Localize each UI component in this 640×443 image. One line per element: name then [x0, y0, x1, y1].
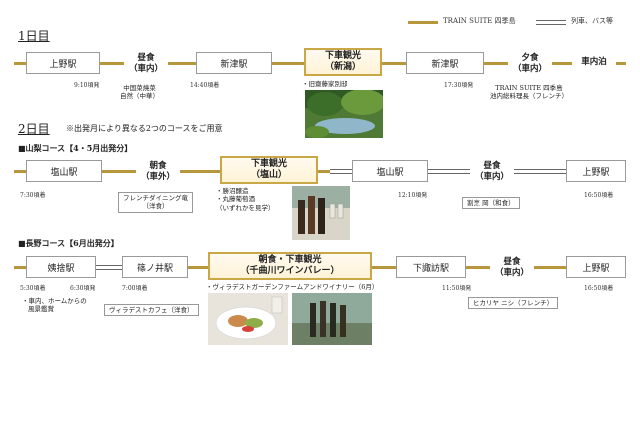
day1-garden-photo	[305, 90, 383, 138]
day1-sight-note: ・旧齋藤家別邸	[302, 80, 348, 88]
wine-image	[292, 186, 350, 240]
course1-sightseeing-enzan: 下車観光 （塩山）	[220, 156, 318, 184]
day2-heading: 2日目	[18, 122, 50, 136]
course1-breakfast-note-line2: （洋食）	[142, 202, 169, 211]
legend-other-label: 列車、バス等	[571, 17, 613, 25]
course1-time-ueno: 16:50頃着	[584, 192, 614, 199]
day1-dinner-line1: 夕食	[521, 53, 539, 63]
course2-time-obasute-arrive: 5:30頃着	[20, 285, 46, 292]
day1-station-ueno: 上野駅	[26, 52, 100, 74]
day1-station-niitsu-depart: 新津駅	[406, 52, 484, 74]
garden-image	[305, 90, 383, 138]
day1-dinner-line2: （車内）	[512, 64, 547, 75]
day1-lunch-note-line2: 自然（中華）	[120, 92, 159, 101]
course1-breakfast: 朝食 （車外）	[136, 161, 180, 184]
course1-lunch-note: 割烹 岡（和食）	[462, 197, 520, 210]
course2-obasute-note-line2: 風景鑑賞	[28, 305, 54, 314]
course1-title: ■山梨コース【4・5月出発分】	[18, 143, 133, 153]
day1-sightseeing-line1: 下車観光	[324, 50, 361, 61]
course1-wine-photo	[292, 186, 350, 240]
day1-sightseeing-line2: （新潟）	[324, 62, 361, 72]
course2-obasute-note-line1: ・車内、ホームからの	[22, 297, 87, 305]
course2-time-ueno: 16:50頃着	[584, 285, 614, 292]
legend-train-suite-label: TRAIN SUITE 四季島	[443, 17, 516, 25]
day1-heading: 1日目	[18, 29, 50, 43]
course1-sight-note-line3: （いずれかを見学）	[216, 203, 275, 212]
course2-station-shinonoi: 篠ノ井駅	[122, 256, 188, 278]
day1-lunch-note-line1: 中国菜燒菜	[123, 84, 156, 92]
day1-dinner-note-line1: TRAIN SUITE 四季島	[495, 84, 563, 92]
food-image	[208, 293, 288, 345]
course2-breakfast-sightseeing: 朝食・下車観光 （千曲川ワインバレー）	[208, 252, 372, 280]
course2-time-shimosuwa: 11:50頃発	[442, 285, 472, 292]
wine-bottles-image	[292, 293, 372, 345]
course1-time-enzan-depart: 12:10頃発	[398, 192, 428, 199]
course1-lunch-line2: （車内）	[474, 172, 509, 183]
day1-station-niitsu-arrive: 新津駅	[196, 52, 272, 74]
course2-title: ■長野コース【6月出発分】	[18, 238, 119, 248]
course1-breakfast-note-line1: フレンチダイニング竜	[123, 194, 188, 202]
course2-lunch-note: ヒカリヤ ニシ（フレンチ）	[468, 297, 559, 310]
course1-sight-note-line1: ・勝沼醸造	[216, 187, 249, 195]
day1-lunch-line1: 昼食	[137, 53, 155, 63]
course2-lunch-line2: （車内）	[494, 268, 529, 279]
course2-wine-photo	[292, 293, 372, 345]
course1-sightseeing-line2: （塩山）	[250, 170, 287, 180]
course2-sight-note: ・ヴィラデストガーデンファームアンドワイナリー（6月）	[206, 283, 379, 291]
course1-breakfast-line1: 朝食	[149, 161, 167, 171]
day1-lunch: 昼食 （車内）	[124, 53, 168, 76]
course1-breakfast-note: フレンチダイニング竜 （洋食）	[118, 192, 193, 213]
course1-breakfast-line2: （車外）	[140, 172, 175, 183]
course1-sight-note: ・勝沼醸造 ・丸藤葡萄酒 （いずれかを見学）	[216, 187, 275, 212]
course2-station-shimosuwa: 下諏訪駅	[396, 256, 466, 278]
course1-lunch: 昼食 （車内）	[470, 161, 514, 184]
day1-dinner-note-line2: 池内総料理長（フレンチ）	[490, 92, 568, 101]
day1-sightseeing-niigata: 下車観光 （新潟）	[304, 48, 382, 76]
course2-breakfast-sight-line1: 朝食・下車観光	[258, 254, 322, 265]
day1-lunch-note: 中国菜燒菜 自然（中華）	[120, 84, 159, 101]
course2-rail-line	[96, 265, 122, 270]
day2-note: ※出発月により異なる2つのコースをご用意	[66, 124, 223, 133]
day1-time-ueno: 9:10頃発	[74, 82, 100, 89]
course2-route-line-b	[122, 266, 626, 269]
course2-food-photo	[208, 293, 288, 345]
course2-time-shinonoi: 7:00頃着	[122, 285, 148, 292]
course2-obasute-note: ・車内、ホームからの 風景鑑賞	[22, 297, 87, 314]
course1-sight-note-line2: ・丸藤葡萄酒	[216, 195, 255, 204]
day1-dinner: 夕食 （車内）	[508, 53, 552, 76]
course2-time-obasute-depart: 6:30頃発	[70, 285, 96, 292]
course1-lunch-line1: 昼食	[483, 161, 501, 171]
course2-breakfast-note: ヴィラデストカフェ（洋食）	[104, 304, 199, 317]
course1-sightseeing-line1: 下車観光	[250, 158, 287, 169]
course2-lunch-line1: 昼食	[503, 257, 521, 267]
legend-train-suite-line	[408, 21, 438, 24]
day1-time-niitsu-arrive: 14:40頃着	[190, 82, 220, 89]
course1-station-ueno: 上野駅	[566, 160, 626, 182]
course2-lunch: 昼食 （車内）	[490, 257, 534, 280]
course1-time-enzan-arrive: 7:30頃着	[20, 192, 46, 199]
day1-dinner-note: TRAIN SUITE 四季島 池内総料理長（フレンチ）	[490, 84, 568, 101]
course2-station-ueno: 上野駅	[566, 256, 626, 278]
day1-overnight: 車内泊	[572, 57, 616, 69]
course2-station-obasute: 姨捨駅	[26, 256, 96, 278]
course1-station-enzan-arrive: 塩山駅	[26, 160, 102, 182]
day1-lunch-line2: （車内）	[128, 64, 163, 75]
course2-breakfast-sight-line2: （千曲川ワインバレー）	[240, 266, 340, 276]
day1-time-niitsu-depart: 17:30頃発	[444, 82, 474, 89]
legend-other-line	[536, 20, 566, 25]
course1-station-enzan-depart: 塩山駅	[352, 160, 428, 182]
